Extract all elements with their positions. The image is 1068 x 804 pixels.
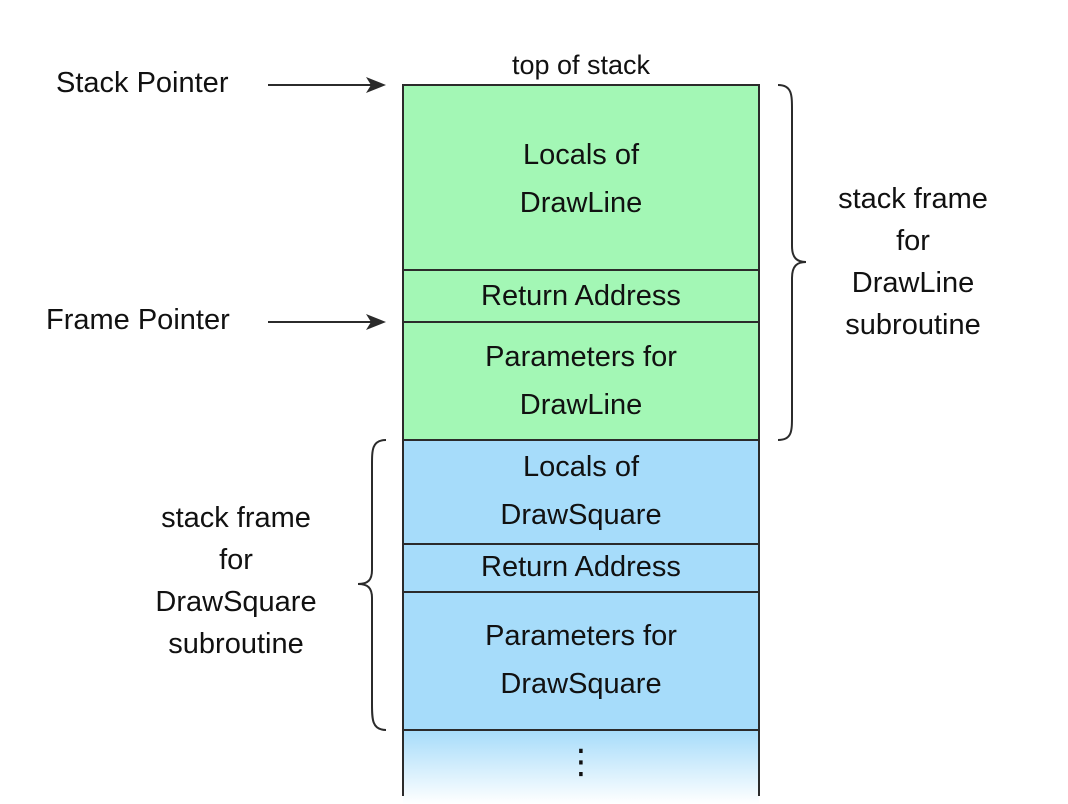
drawsquare-parameters-text: Parameters for DrawSquare <box>403 612 759 708</box>
drawsquare-frame-label-line4: subroutine <box>168 628 304 660</box>
drawsquare-locals-text: Locals of DrawSquare <box>403 443 759 539</box>
drawline-locals-line2: DrawLine <box>519 187 643 219</box>
drawsquare-frame-label: stack frame for DrawSquare subroutine <box>126 497 346 665</box>
drawline-frame-label: stack frame for DrawLine subroutine <box>808 178 1018 346</box>
drawline-locals-text: Locals of DrawLine <box>403 131 759 227</box>
drawline-parameters-line1: Parameters for <box>485 341 677 373</box>
drawline-frame-label-line4: subroutine <box>845 309 981 341</box>
drawline-frame-label-line2: for <box>896 225 930 257</box>
drawsquare-locals-line2: DrawSquare <box>500 499 662 531</box>
drawsquare-locals-line1: Locals of <box>522 451 640 483</box>
drawline-locals-block <box>402 84 760 271</box>
stack-continuation-ellipsis: ⋮ <box>564 743 598 781</box>
drawline-return-address-text: Return Address <box>481 280 681 312</box>
drawsquare-return-address-text: Return Address <box>481 551 681 583</box>
drawsquare-frame-label-line3: DrawSquare <box>155 586 317 618</box>
drawline-parameters-block <box>402 321 760 441</box>
drawsquare-frame-label-line1: stack frame <box>161 502 311 534</box>
frame-pointer-label: Frame Pointer <box>46 304 230 336</box>
top-of-stack-label: top of stack <box>511 50 651 80</box>
stack-continuation-block <box>403 730 759 804</box>
stack-pointer-arrow <box>268 77 386 93</box>
drawline-parameters-line2: DrawLine <box>519 389 643 421</box>
drawline-parameters-text: Parameters for DrawLine <box>403 333 759 429</box>
drawline-locals-line1: Locals of <box>522 139 640 171</box>
drawline-frame-label-line1: stack frame <box>838 183 988 215</box>
drawsquare-parameters-block <box>402 591 760 731</box>
drawsquare-parameters-line2: DrawSquare <box>500 668 662 700</box>
drawline-return-address-block <box>402 269 760 323</box>
drawsquare-frame-brace <box>357 439 387 731</box>
drawline-frame-brace <box>777 84 807 441</box>
drawsquare-frame-label-line2: for <box>219 544 253 576</box>
frame-pointer-arrow <box>268 314 386 330</box>
drawsquare-parameters-line1: Parameters for <box>485 620 677 652</box>
stack-pointer-label: Stack Pointer <box>56 67 229 99</box>
drawline-frame-label-line3: DrawLine <box>851 267 975 299</box>
drawsquare-locals-block <box>402 439 760 545</box>
